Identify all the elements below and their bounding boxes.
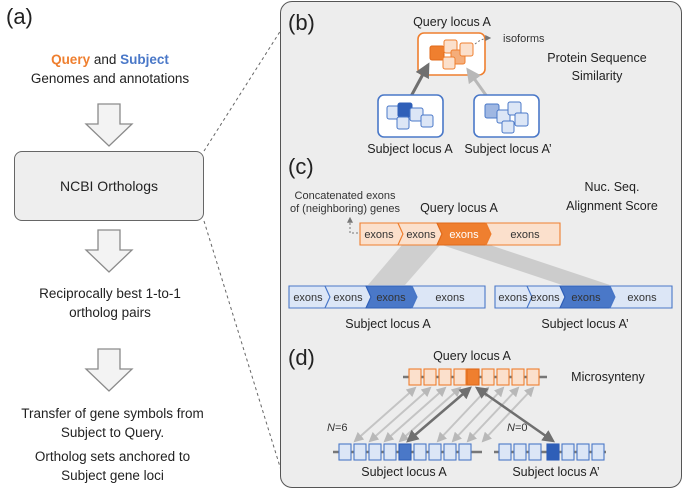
b-method-line-1: Protein Sequence <box>547 51 646 65</box>
genomes-title: Query and Subject <box>0 51 220 69</box>
d-query-gene <box>408 368 422 386</box>
c-query-exon-2-label: exons <box>406 229 436 241</box>
genomes-line: Genomes and annotations <box>30 71 190 86</box>
c-subject-a-prime-exon-3-label: exons <box>571 292 601 304</box>
d-subject-a-prime-gene <box>576 443 590 461</box>
concat-pointer <box>347 216 358 234</box>
c-concat-line-2: of (neighboring) genes <box>290 203 401 215</box>
panel-label-a: (a) <box>6 4 33 29</box>
query-word: Query <box>51 52 91 67</box>
c-query-exon-1-label: exons <box>364 229 394 241</box>
flow-arrows <box>84 30 280 469</box>
d-subject-a-gene <box>413 443 427 461</box>
d-subject-a-prime-gene <box>513 443 527 461</box>
zoom-line-bottom <box>203 220 280 469</box>
b-query-locus-label: Query locus A <box>413 15 491 29</box>
d-n-left: N=6 <box>327 422 348 434</box>
d-query-gene <box>496 368 510 386</box>
panel-label-b: (b) <box>288 10 315 35</box>
d-query-gene <box>526 368 540 386</box>
d-subject-a-prime-gene <box>498 443 512 461</box>
d-subject-a-gene <box>338 443 352 461</box>
d-method-label: Microsynteny <box>571 370 645 384</box>
transfer-line-1: Transfer of gene symbols from <box>21 406 204 421</box>
c-query-exon-4 <box>485 222 561 246</box>
alignment-shade-a <box>368 245 440 285</box>
c-subject-a-exon-3-label: exons <box>376 292 406 304</box>
c-subject-a-label: Subject locus A <box>345 317 431 331</box>
b-subject-a-prime-label: Subject locus A’ <box>464 142 551 156</box>
flow-arrow-1 <box>84 103 134 147</box>
transfer-line-4: Subject gene loci <box>61 468 164 483</box>
isoforms-pointer <box>474 35 492 45</box>
c-subject-a-exon-row <box>288 285 486 309</box>
c-query-exon-4-label: exons <box>510 229 540 241</box>
c-query-exon-row <box>359 222 561 246</box>
d-subject-a-gene <box>368 443 382 461</box>
d-query-gene <box>453 368 467 386</box>
c-subject-a-prime-label: Subject locus A’ <box>541 317 628 331</box>
d-subject-a-gene <box>383 443 397 461</box>
d-subject-a-prime-gene <box>591 443 605 461</box>
c-subject-a-prime-exon-2-label: exons <box>530 292 560 304</box>
c-method-line-1: Nuc. Seq. <box>585 180 640 194</box>
c-subject-a-prime-exon-row <box>494 285 673 309</box>
b-method-line-2: Similarity <box>572 69 623 83</box>
d-subject-a-prime-gene <box>561 443 575 461</box>
d-focal-arrow-to-subject-a-prime <box>474 386 556 443</box>
c-subject-a-prime-exon-4 <box>609 285 673 309</box>
d-subject-a-gene <box>428 443 442 461</box>
d-subject-a-prime-gene-row <box>498 443 605 461</box>
and-word: and <box>93 52 117 67</box>
c-query-locus-label: Query locus A <box>420 201 498 215</box>
b-subject-a-prime-box <box>473 94 540 138</box>
flow-arrow-3 <box>84 348 134 392</box>
subject-word: Subject <box>120 52 169 67</box>
d-n-right: N=0 <box>507 422 528 434</box>
d-query-gene <box>481 368 495 386</box>
ncbi-orthologs-label: NCBI Orthologs <box>59 178 159 194</box>
c-concat-line-1: Concatenated exons <box>295 190 396 202</box>
d-subject-a-gene-focal <box>398 443 412 461</box>
panel-label-c: (c) <box>288 154 314 179</box>
transfer-line-2: Subject to Query. <box>60 425 165 440</box>
isoforms-label: isoforms <box>503 33 545 45</box>
d-query-gene-row <box>408 368 540 386</box>
c-subject-a-prime-exon-4-label: exons <box>627 292 657 304</box>
d-subject-a-gene-row <box>338 443 472 461</box>
d-subject-a-gene <box>353 443 367 461</box>
d-subject-a-prime-gene <box>528 443 542 461</box>
c-subject-a-exon-2-label: exons <box>333 292 363 304</box>
d-query-gene <box>438 368 452 386</box>
d-focal-arrow-to-subject-a <box>406 386 472 443</box>
c-subject-a-prime-exon-1-label: exons <box>498 292 528 304</box>
d-subject-a-prime-gene-focal <box>546 443 560 461</box>
d-subject-a-prime-label: Subject locus A’ <box>512 465 599 479</box>
c-method-line-2: Alignment Score <box>566 199 658 213</box>
b-subject-a-label: Subject locus A <box>367 142 453 156</box>
c-subject-a-exon-1-label: exons <box>293 292 323 304</box>
d-subject-a-gene <box>458 443 472 461</box>
ncbi-orthologs-box: NCBI Orthologs <box>14 151 204 221</box>
transfer-line-3: Ortholog sets anchored to <box>34 449 191 464</box>
reciprocal-line-1: Reciprocally best 1-to-1 <box>39 286 181 301</box>
b-query-locus-box <box>417 32 486 76</box>
c-subject-a-exon-4-label: exons <box>435 292 465 304</box>
b-subject-a-box <box>377 94 444 138</box>
d-subject-a-gene <box>443 443 457 461</box>
flow-arrow-2 <box>84 229 134 273</box>
d-query-gene <box>423 368 437 386</box>
panel-label-d: (d) <box>288 345 315 370</box>
d-query-gene-focal <box>466 368 480 386</box>
c-subject-a-exon-4 <box>411 285 486 309</box>
c-query-exon-3-label: exons <box>449 229 479 241</box>
reciprocal-line-2: ortholog pairs <box>69 305 151 320</box>
d-subject-a-label: Subject locus A <box>361 465 447 479</box>
d-query-locus-label: Query locus A <box>433 349 511 363</box>
alignment-shade-b <box>442 245 610 285</box>
d-query-gene <box>511 368 525 386</box>
